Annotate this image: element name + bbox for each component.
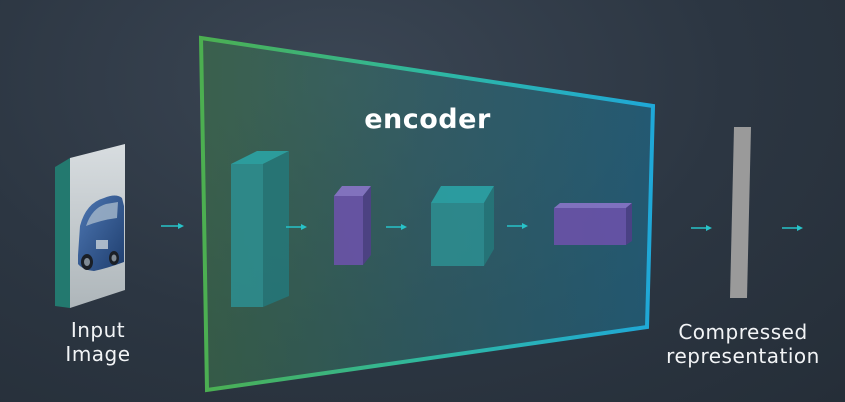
input-label-line-1: Input: [70, 318, 126, 342]
encoder-layer-4: [554, 203, 632, 245]
car-photo-icon: [78, 195, 124, 271]
arrow-code-output: [782, 225, 803, 231]
arrow-layer1-to-layer2: [286, 224, 307, 230]
arrow-input-to-encoder: [161, 223, 184, 229]
encoder-title: encoder: [364, 104, 491, 135]
input-label-line-2: Image: [65, 342, 131, 366]
encoder-layer-2: [334, 186, 371, 265]
arrow-layer3-to-layer4: [507, 223, 528, 229]
arrow-encoder-to-code: [691, 225, 712, 231]
compressed-label-line-1: Compressed: [678, 320, 808, 344]
input-image-label: Input Image: [48, 318, 148, 366]
compressed-representation-bar: [730, 127, 751, 298]
arrow-layer2-to-layer3: [386, 224, 407, 230]
encoder-frame: [198, 35, 656, 393]
compressed-representation-label: Compressed representation: [653, 320, 833, 368]
compressed-label-line-2: representation: [666, 344, 820, 368]
input-image: [55, 144, 125, 308]
encoder-layer-1: [231, 151, 289, 307]
encoder-layer-3: [431, 186, 494, 266]
